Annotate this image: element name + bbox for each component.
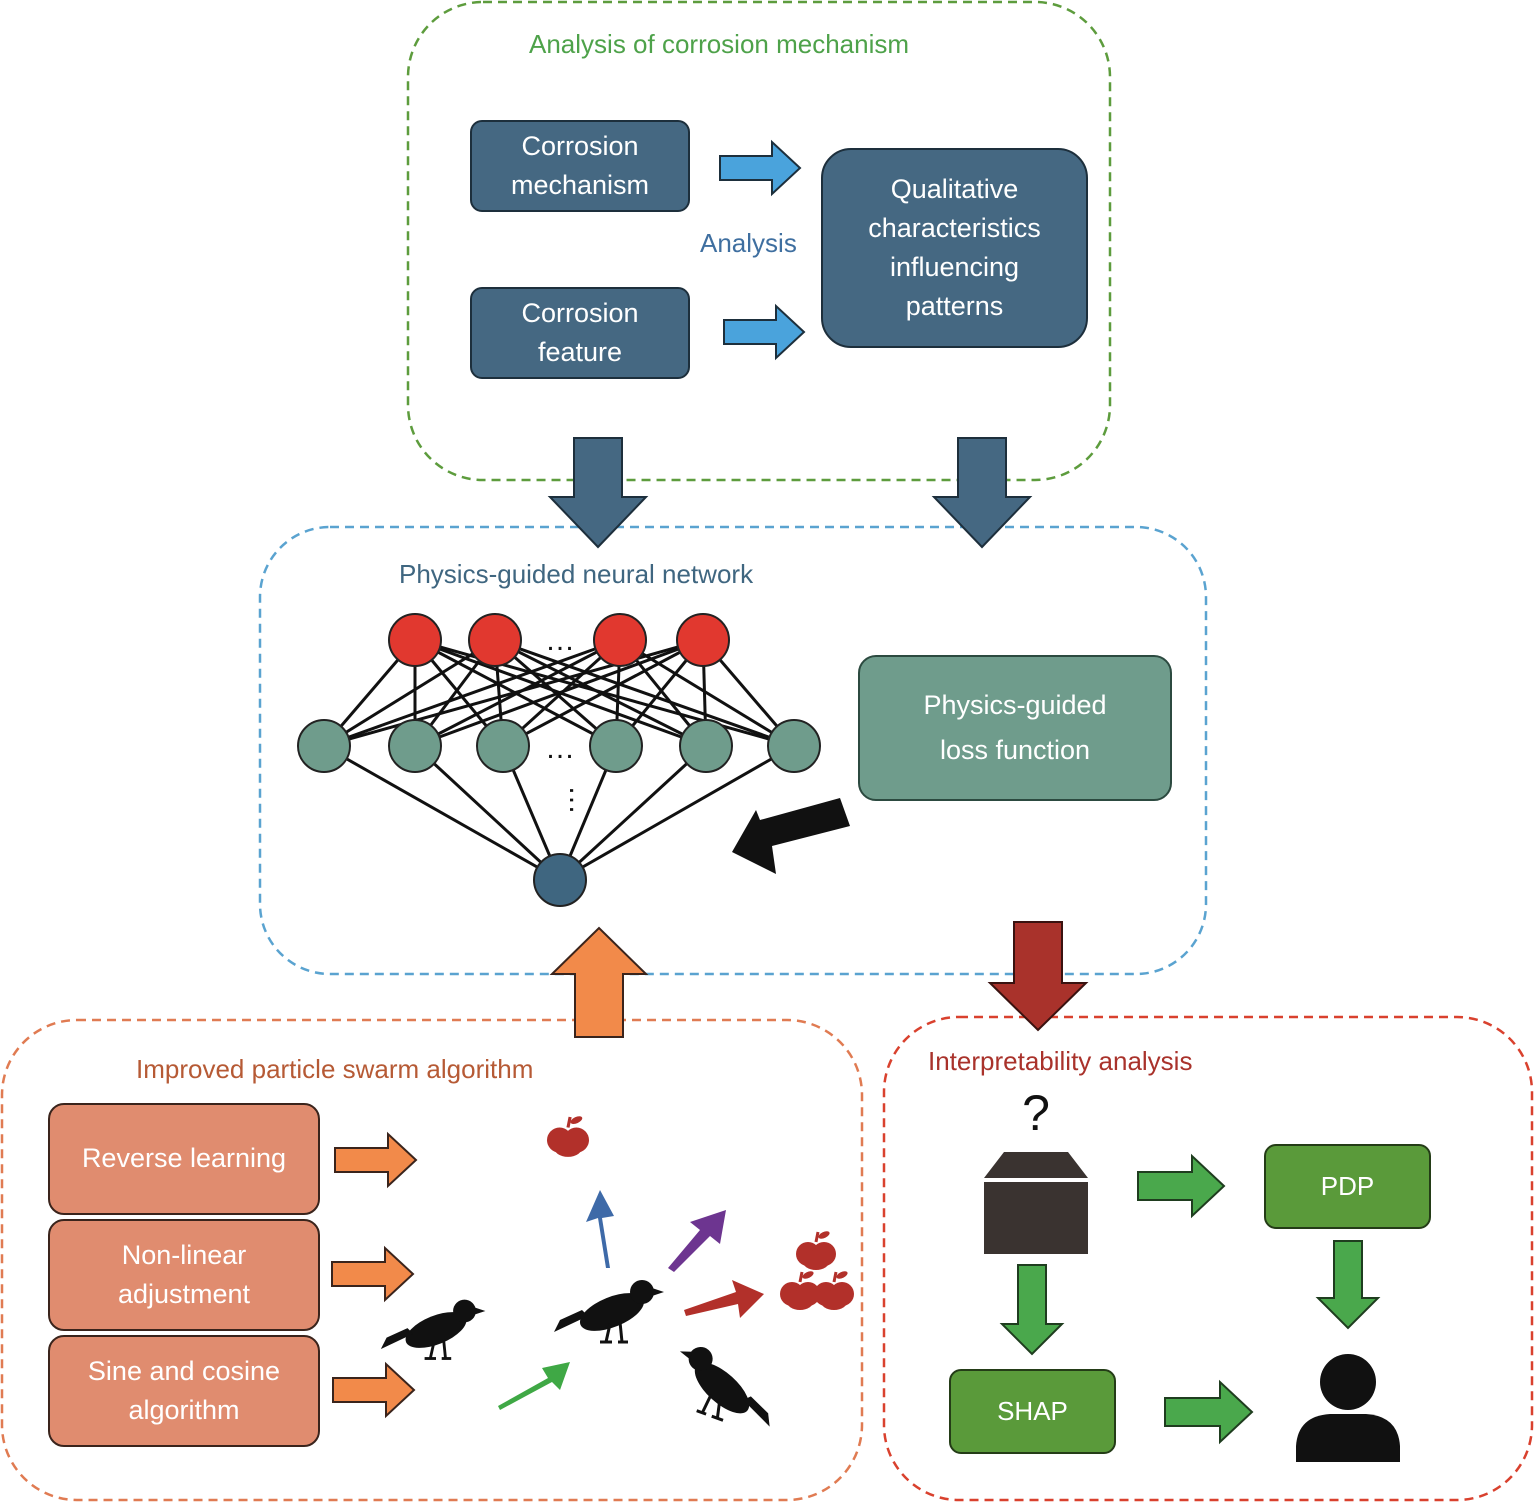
apple-icon bbox=[812, 1268, 856, 1312]
connection-line bbox=[494, 638, 795, 748]
neuron-hidden-1 bbox=[297, 719, 351, 773]
neuron-hidden-3 bbox=[476, 719, 530, 773]
qualitative-characteristics-box: Qualitative characteristics influencing … bbox=[821, 148, 1088, 348]
neuron-input-3 bbox=[593, 613, 647, 667]
apple-icon bbox=[794, 1228, 838, 1272]
qualitative-line-2: characteristics bbox=[868, 212, 1041, 243]
arrow-box-to-shap bbox=[999, 1264, 1065, 1356]
pdp-label: PDP bbox=[1320, 1170, 1375, 1201]
neuron-hidden-6 bbox=[767, 719, 821, 773]
arrow-box-to-pdp bbox=[1137, 1153, 1226, 1219]
arrow-mechanism-to-result bbox=[719, 139, 802, 197]
mechanism-frame bbox=[406, 0, 1112, 482]
analysis-label: Analysis bbox=[700, 228, 797, 258]
shap-box: SHAP bbox=[949, 1369, 1116, 1454]
connection-line bbox=[323, 638, 621, 748]
direction-arrow-blue bbox=[586, 1190, 614, 1268]
user-icon bbox=[1296, 1414, 1400, 1462]
loss-line-1: Physics-guided bbox=[923, 690, 1107, 721]
neuron-hidden-5 bbox=[679, 719, 733, 773]
reverse-learning-label: Reverse learning bbox=[81, 1143, 287, 1174]
neuron-input-1 bbox=[388, 613, 442, 667]
arrow-shap-to-user bbox=[1164, 1379, 1254, 1445]
arrow-feature-to-result bbox=[723, 303, 806, 361]
loss-line-2: loss function bbox=[939, 735, 1091, 765]
black-box-icon bbox=[984, 1182, 1088, 1254]
neuron-hidden-4 bbox=[589, 719, 643, 773]
pdp-box: PDP bbox=[1264, 1144, 1431, 1229]
neuron-input-2 bbox=[468, 613, 522, 667]
non-linear-adjustment-box: Non-linear adjustment bbox=[48, 1219, 320, 1331]
interpret-title: Interpretability analysis bbox=[928, 1046, 1193, 1076]
non-linear-line-2: adjustment bbox=[117, 1279, 251, 1309]
apple-icon bbox=[545, 1113, 591, 1159]
arrow-reverse-learning bbox=[334, 1131, 418, 1189]
black-box-lid-icon bbox=[984, 1152, 1088, 1178]
bird-icon bbox=[661, 1338, 789, 1438]
corrosion-mechanism-line-2: mechanism bbox=[510, 170, 650, 200]
arrow-network-to-interpret bbox=[987, 921, 1089, 1032]
swarm-title: Improved particle swarm algorithm bbox=[136, 1054, 534, 1084]
arrow-pdp-to-user bbox=[1315, 1240, 1381, 1330]
arrow-loss-to-network bbox=[732, 798, 850, 874]
ellipsis-middle: … bbox=[545, 732, 575, 765]
qualitative-line-1: Qualitative bbox=[890, 173, 1019, 204]
direction-arrow-purple bbox=[668, 1210, 726, 1272]
connection-line bbox=[413, 744, 562, 882]
connection-line bbox=[323, 638, 496, 748]
direction-arrow-red bbox=[684, 1280, 764, 1318]
arrow-sine-cosine bbox=[332, 1361, 416, 1419]
sine-cosine-line-2: algorithm bbox=[128, 1395, 240, 1425]
corrosion-feature-line-1: Corrosion bbox=[521, 297, 639, 328]
neuron-hidden-2 bbox=[388, 719, 442, 773]
arrow-nonlinear bbox=[331, 1245, 415, 1303]
neuron-output bbox=[533, 853, 587, 907]
connection-line bbox=[558, 744, 708, 882]
connection-line bbox=[502, 638, 704, 748]
connection-line bbox=[619, 638, 795, 748]
swarm-frame bbox=[0, 1018, 864, 1502]
ellipsis-top: … bbox=[545, 624, 575, 657]
qualitative-line-3: influencing bbox=[889, 252, 1020, 282]
arrow-down-right bbox=[931, 437, 1033, 549]
connection-line bbox=[414, 638, 704, 748]
connection-line bbox=[559, 744, 795, 882]
mechanism-title: Analysis of corrosion mechanism bbox=[529, 29, 910, 59]
bird-icon bbox=[552, 1278, 666, 1344]
sine-cosine-box: Sine and cosine algorithm bbox=[48, 1335, 320, 1447]
corrosion-mechanism-box: Corrosion mechanism bbox=[470, 120, 690, 212]
corrosion-mechanism-line-1: Corrosion bbox=[521, 130, 639, 161]
network-title: Physics-guided neural network bbox=[399, 559, 754, 589]
qualitative-line-4: patterns bbox=[905, 291, 1004, 322]
arrow-swarm-to-network bbox=[549, 926, 649, 1038]
ellipsis-vertical: … bbox=[563, 785, 596, 815]
sine-cosine-line-1: Sine and cosine bbox=[87, 1355, 281, 1386]
shap-label: SHAP bbox=[997, 1395, 1068, 1426]
arrow-down-left bbox=[547, 437, 649, 549]
network-frame bbox=[258, 525, 1208, 976]
neuron-input-4 bbox=[676, 613, 730, 667]
user-icon-head bbox=[1320, 1354, 1376, 1410]
bird-icon bbox=[379, 1298, 487, 1360]
reverse-learning-box: Reverse learning bbox=[48, 1103, 320, 1215]
question-mark: ? bbox=[1022, 1085, 1050, 1141]
direction-arrow-green bbox=[498, 1362, 570, 1410]
corrosion-feature-box: Corrosion feature bbox=[470, 287, 690, 379]
physics-guided-loss-box: Physics-guided loss function bbox=[858, 655, 1172, 801]
interpret-frame bbox=[882, 1015, 1534, 1502]
corrosion-feature-line-2: feature bbox=[537, 337, 623, 367]
non-linear-line-1: Non-linear bbox=[121, 1239, 247, 1270]
apple-icon bbox=[778, 1268, 822, 1312]
connection-line bbox=[323, 744, 561, 882]
